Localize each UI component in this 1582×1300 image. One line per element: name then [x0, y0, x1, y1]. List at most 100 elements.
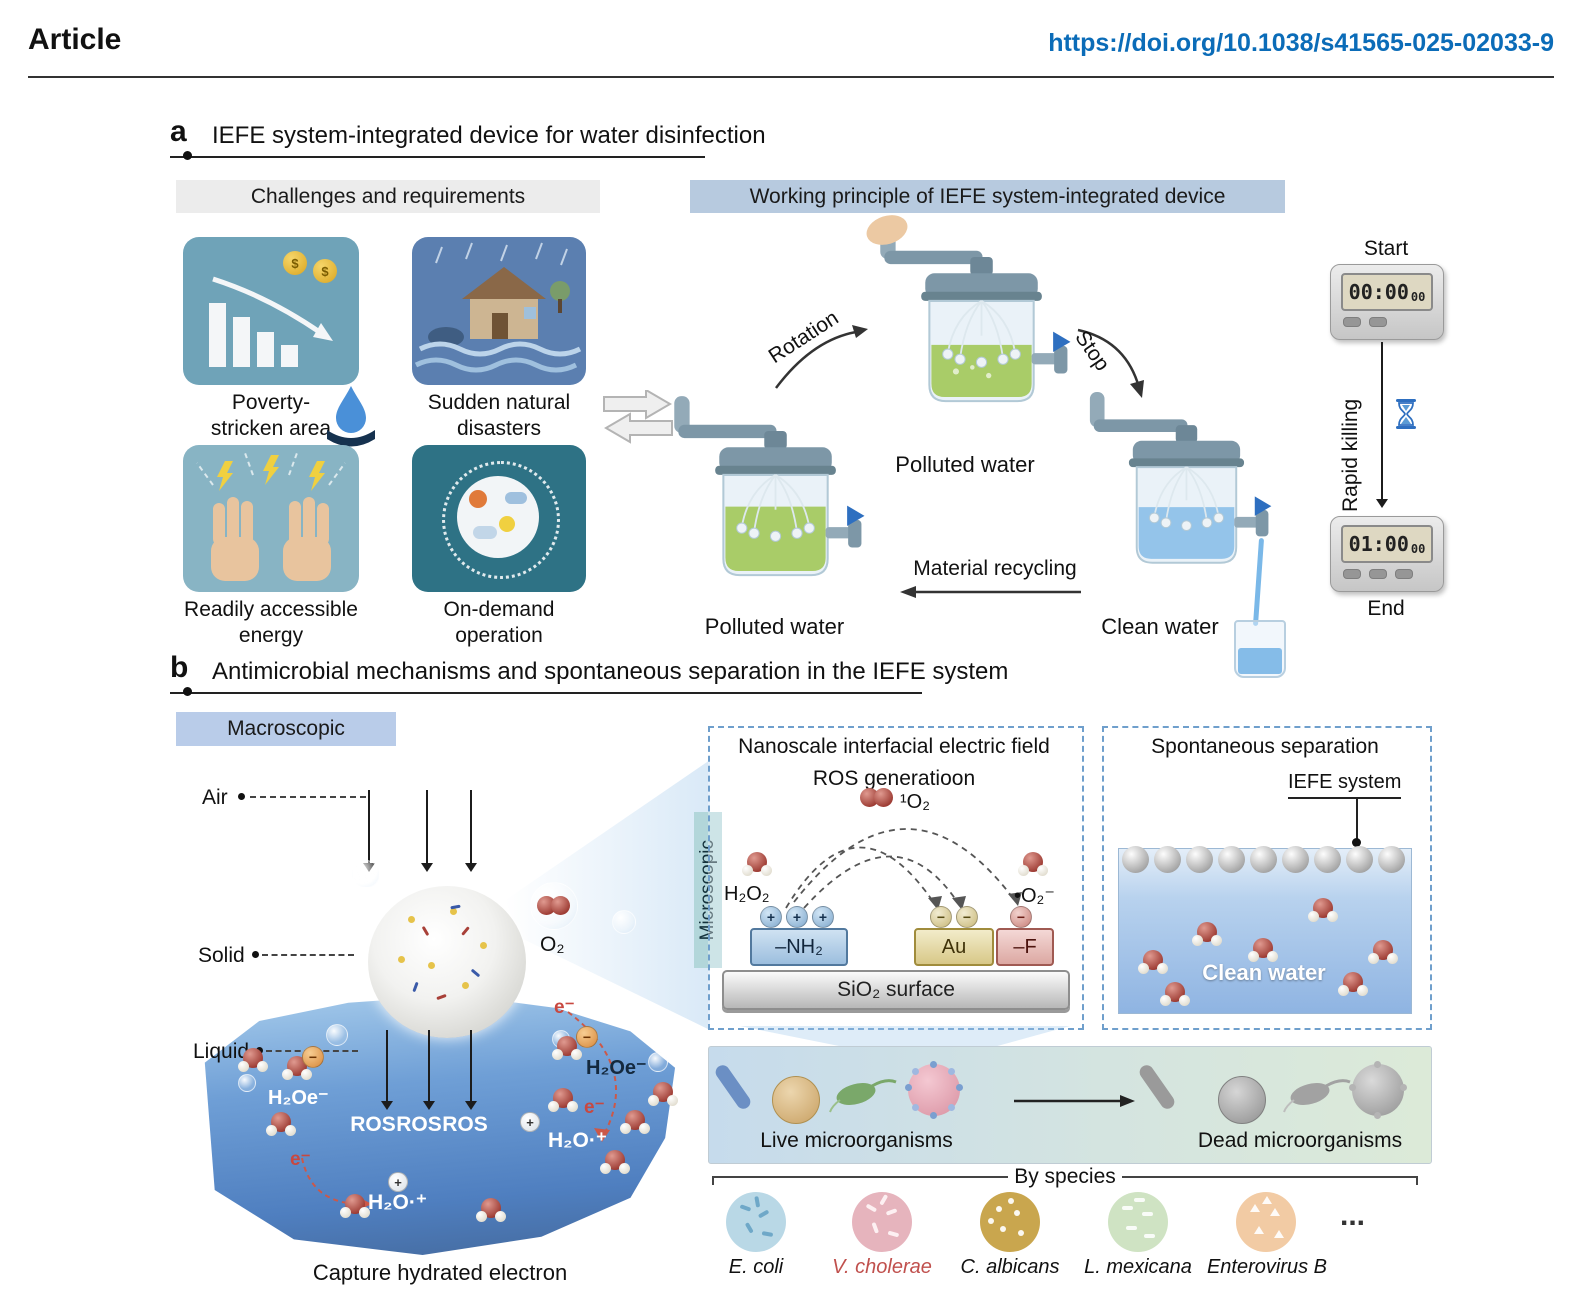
- electron-label: e⁻: [584, 1097, 605, 1118]
- material-recycling-arrow: [900, 586, 1081, 598]
- timer-end-display: 01:00 00: [1341, 525, 1433, 563]
- water-molecule: [1138, 950, 1168, 976]
- species-enterovirus-icon: [1236, 1192, 1296, 1252]
- superoxide-label: •O₂⁻: [1014, 885, 1055, 907]
- iefe-pointer-dot: [1352, 838, 1361, 847]
- floating-particle: [1378, 846, 1405, 873]
- panel-a-title: IEFE system-integrated device for water …: [212, 122, 766, 149]
- timer-button[interactable]: [1369, 317, 1387, 327]
- timer-end-small: 00: [1410, 542, 1426, 556]
- challenges-header: Challenges and requirements: [176, 180, 600, 213]
- timer-button[interactable]: [1369, 569, 1387, 579]
- device-clean-label: Clean water: [1101, 614, 1219, 639]
- ros-label: ROS: [396, 1113, 442, 1136]
- species-bracket-tick: [1416, 1176, 1418, 1185]
- start-label: Start: [1363, 237, 1409, 260]
- ros-generation-label: ROS generatioon: [812, 767, 976, 790]
- timer-button[interactable]: [1343, 317, 1361, 327]
- water-molecule: [548, 1088, 578, 1114]
- dead-microorganisms-label: Dead microorganisms: [1197, 1129, 1403, 1152]
- ros-arrow: [381, 1030, 393, 1110]
- tile-disasters-label: Sudden natural disasters: [427, 391, 571, 440]
- oxygen-bubble: [530, 882, 578, 930]
- species-vcholerae-label: V. cholerae: [832, 1256, 932, 1278]
- water-molecule: [648, 1082, 678, 1108]
- species-ecoli-label: E. coli: [728, 1256, 784, 1278]
- water-molecule: [238, 1048, 268, 1074]
- species-vcholerae-icon: [852, 1192, 912, 1252]
- nanoscale-field-title: Nanoscale interfacial electric field: [738, 735, 1050, 758]
- negative-charge-icon: −: [956, 906, 978, 928]
- bubble: [238, 1074, 256, 1092]
- tile-disasters: [412, 237, 586, 385]
- iefe-system-label: IEFE system: [1288, 770, 1402, 800]
- timer-button[interactable]: [1343, 569, 1361, 579]
- air-flow-arrow: [421, 790, 433, 872]
- tile-poverty-label: Poverty-stricken area: [210, 391, 332, 440]
- panel-b-letter: b: [170, 651, 189, 684]
- water-molecule: [620, 1110, 650, 1136]
- species-bracket-right: [1122, 1176, 1418, 1178]
- clean-water-label: Clean water: [1202, 960, 1326, 985]
- live-virus-icon: [905, 1061, 963, 1119]
- negative-charge-icon: −: [930, 906, 952, 928]
- singlet-oxygen-label: ¹O₂: [900, 791, 930, 813]
- timer-start-display: 00:00 00: [1341, 273, 1433, 311]
- hydrated-electron-label: H₂Oe⁻: [268, 1087, 329, 1109]
- macroscopic-caption: Capture hydrated electron: [312, 1260, 568, 1285]
- species-calbicans-label: C. albicans: [960, 1256, 1060, 1278]
- hands-lightning-icon: [196, 452, 346, 581]
- floating-particle: [1346, 846, 1373, 873]
- ros-label: ROS: [350, 1113, 396, 1136]
- iefe-pointer-line: [1356, 798, 1358, 840]
- bubble: [352, 860, 380, 888]
- sio2-surface-bar: SiO₂ surface: [722, 970, 1070, 1010]
- down-trend-arrow-icon: [212, 276, 333, 341]
- device-polluted-left: [674, 396, 865, 577]
- rotation-arrow: [775, 325, 868, 389]
- water-molecule: [1160, 982, 1190, 1008]
- doi-link[interactable]: https://doi.org/10.1038/s41565-025-02033…: [1048, 29, 1554, 57]
- article-label: Article: [28, 23, 122, 56]
- water-molecule: [600, 1150, 630, 1176]
- timer-button[interactable]: [1395, 569, 1413, 579]
- timer-end-main: 01:00: [1348, 532, 1409, 556]
- glass-cup: [1234, 620, 1286, 678]
- ros-arrow: [423, 1030, 435, 1110]
- water-molecule: [1368, 940, 1398, 966]
- water-molecule: [552, 1036, 582, 1062]
- positive-charge-icon: +: [760, 906, 782, 928]
- positive-charge-icon: +: [786, 906, 808, 928]
- timer-start-small: 00: [1410, 290, 1426, 304]
- timer-end: 01:00 00: [1330, 516, 1444, 592]
- f-group-box: –F: [996, 928, 1054, 966]
- singlet-oxygen-icon: [860, 788, 894, 808]
- water-drop-hand-icon: [327, 386, 375, 447]
- device-top-label: Polluted water: [895, 452, 1035, 477]
- device-left-label: Polluted water: [704, 614, 845, 639]
- live-flagellate-icon: [829, 1079, 897, 1113]
- macroscopic-header: Macroscopic: [176, 712, 396, 746]
- negative-charge-icon: −: [1010, 906, 1032, 928]
- live-microorganisms-label: Live microorganisms: [760, 1129, 953, 1152]
- electron-charge-icon: −: [302, 1046, 324, 1068]
- end-label: End: [1367, 597, 1405, 620]
- radical-cation-label: H₂O·⁺: [368, 1191, 427, 1214]
- tile-energy-label: Readily accessible energy: [184, 598, 358, 647]
- exchange-arrows-icon: [603, 390, 673, 444]
- floating-particle: [1186, 846, 1213, 873]
- species-enterovirus-label: Enterovirus B: [1206, 1256, 1328, 1278]
- water-molecule: [340, 1194, 370, 1220]
- o2-molecule-icon: [537, 896, 571, 916]
- floating-particle: [1282, 846, 1309, 873]
- panel-a-underline: [170, 156, 705, 158]
- nh2-group-box: –NH₂: [750, 928, 848, 966]
- separation-title: Spontaneous separation: [1151, 735, 1379, 758]
- floating-particle: [1154, 846, 1181, 873]
- bubble: [612, 910, 636, 934]
- floating-particle: [1122, 846, 1149, 873]
- species-ellipsis: ...: [1340, 1199, 1366, 1232]
- species-calbicans-icon: [980, 1192, 1040, 1252]
- air-flow-arrow: [465, 790, 477, 872]
